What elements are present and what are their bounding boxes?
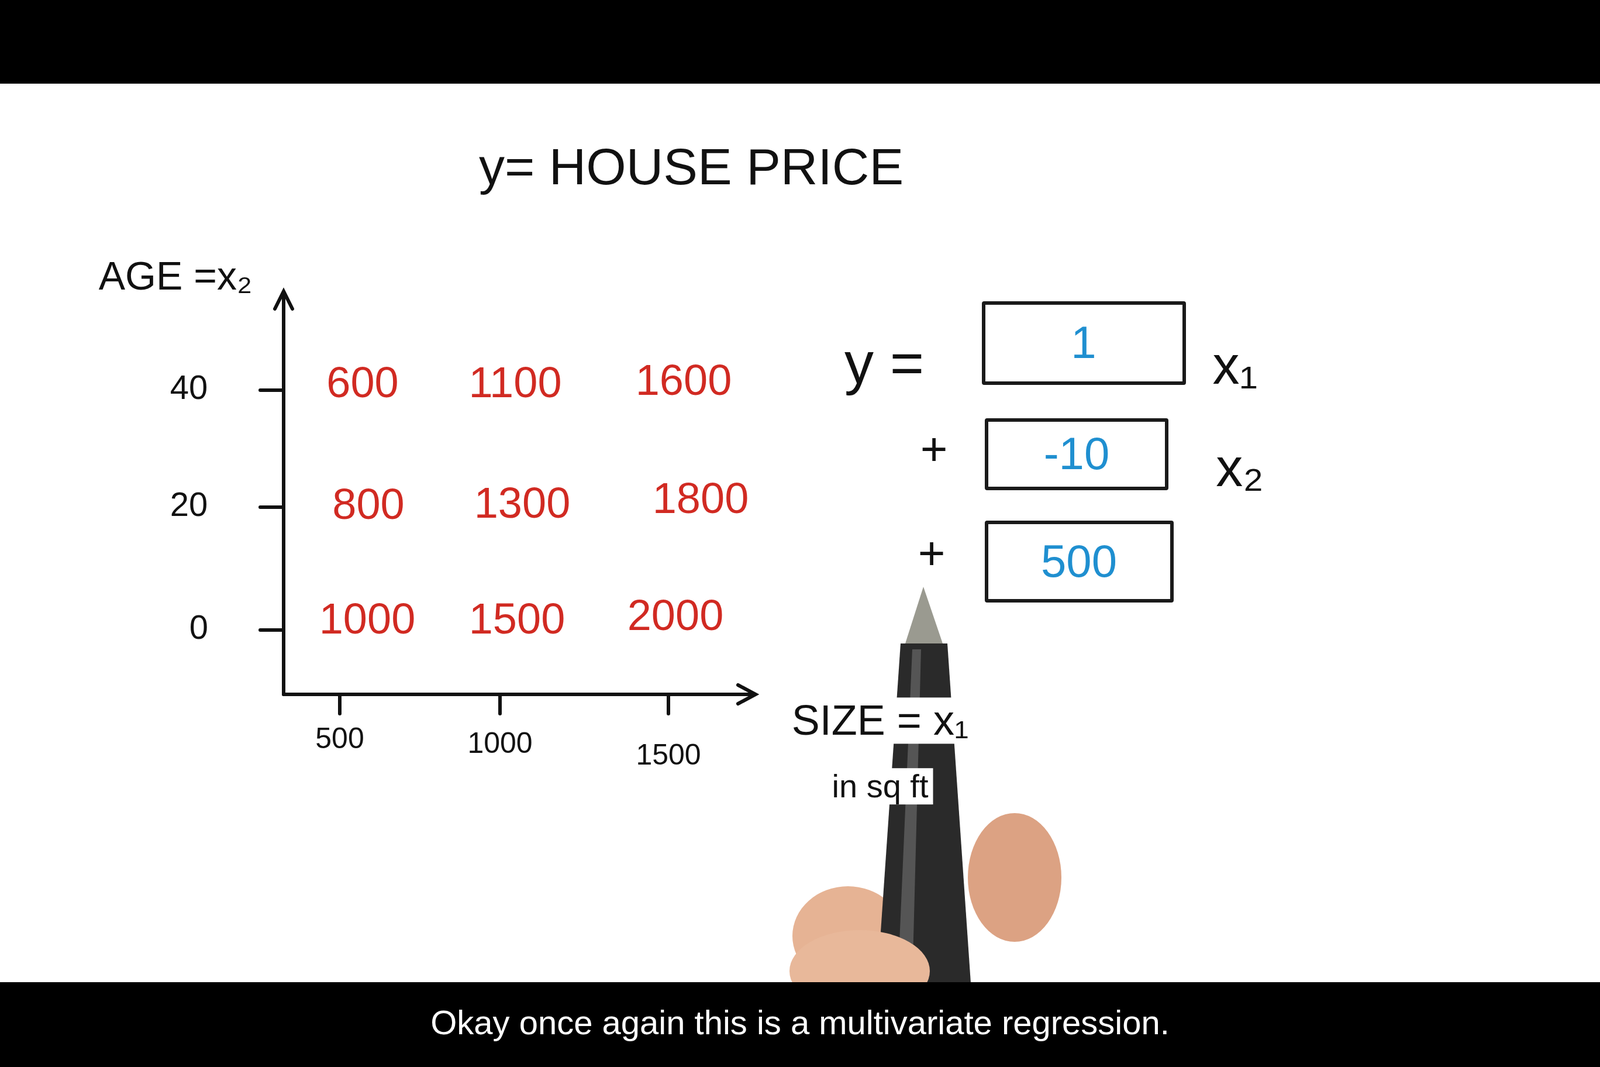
price-value: 1600 <box>635 356 733 404</box>
coefficient-box: 500 <box>984 520 1174 603</box>
subtitle-bar <box>0 981 1600 1067</box>
tick-mark <box>666 694 671 714</box>
hand-with-pen <box>789 586 1062 1012</box>
tick-label: 500 <box>315 722 364 755</box>
tick-label: 0 <box>189 608 209 646</box>
coefficient-box: 1 <box>981 301 1186 385</box>
coefficient-value: -10 <box>1043 428 1110 479</box>
price-value: 600 <box>326 358 399 406</box>
price-value: 1500 <box>469 594 566 643</box>
coefficient-value: 1 <box>1070 317 1096 368</box>
price-value: 800 <box>332 480 405 528</box>
video-bar <box>0 0 1600 84</box>
title: y= HOUSE PRICE <box>478 138 904 196</box>
tick-mark <box>498 694 502 714</box>
price-value: 1000 <box>319 594 416 643</box>
price-value: 1300 <box>474 478 571 527</box>
axes <box>260 291 756 714</box>
equation-operator: + <box>920 423 948 475</box>
coefficient-value: 500 <box>1040 536 1117 587</box>
axis-label: AGE =x₂ <box>98 253 253 298</box>
tick-mark <box>260 505 284 509</box>
axis-label: SIZE = x₁ <box>787 697 974 744</box>
tick-label: 1500 <box>635 738 701 771</box>
tick-label: 1000 <box>467 726 533 760</box>
tick-mark <box>260 628 284 632</box>
price-value: 2000 <box>627 591 724 639</box>
tick-label: 40 <box>170 368 209 406</box>
equation-term: x₁ <box>1212 335 1258 395</box>
price-value: 1800 <box>652 474 750 522</box>
price-value: 1100 <box>468 358 562 406</box>
equation-term: x₂ <box>1215 438 1264 498</box>
pen-tip <box>905 586 943 644</box>
coefficient-box: -10 <box>984 418 1169 491</box>
y-axis <box>281 292 286 695</box>
axis-label: in sq ft <box>827 767 934 805</box>
tick-mark <box>338 694 342 714</box>
pen-body <box>877 643 971 983</box>
thumb <box>967 812 1062 942</box>
x-axis <box>283 692 754 696</box>
equation-operator: + <box>918 527 946 579</box>
tick-label: 20 <box>170 485 209 523</box>
axis-arrow <box>738 684 756 704</box>
equation-term: y = <box>844 330 924 395</box>
tick-mark <box>260 388 284 392</box>
axis-arrow <box>274 291 293 309</box>
subtitle: Okay once again this is a multivariate r… <box>430 1003 1170 1041</box>
